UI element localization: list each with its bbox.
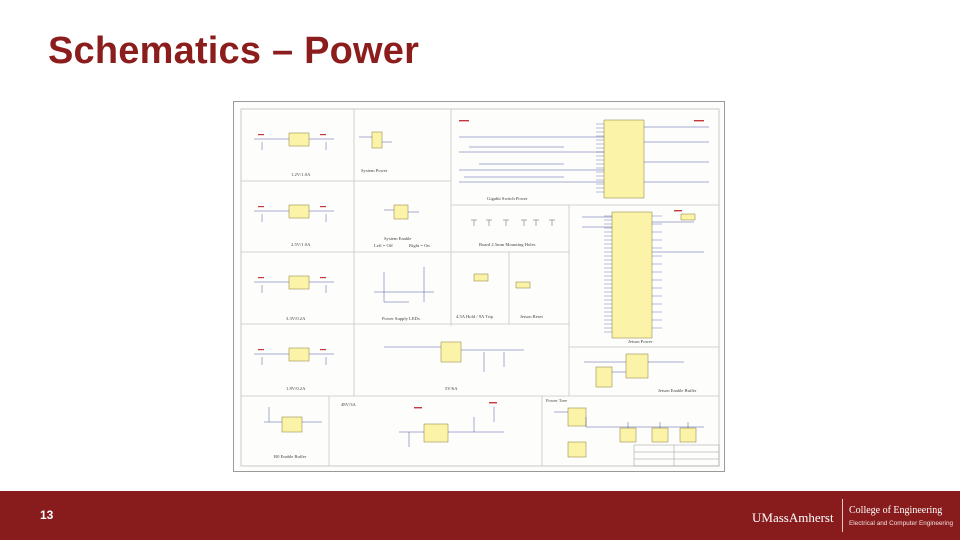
label-right-on: Right = On <box>409 243 430 248</box>
label-jetson-enable-buffer: Jetson Enable Buffer <box>658 388 697 393</box>
label-3v3: 3.3V/0.2A <box>286 316 306 321</box>
label-jetson-power: Jetson Power <box>628 339 653 344</box>
label-system-power: System Power <box>361 168 388 173</box>
department-name: Electrical and Computer Engineering <box>849 520 954 527</box>
college-name: College of Engineering <box>849 505 943 516</box>
slide-title: Schematics – Power <box>48 30 420 72</box>
label-gigabit-switch-power: Gigabit Switch Power <box>487 196 528 201</box>
label-left-off: Left = Off <box>374 243 393 248</box>
label-2v5: 2.5V/1.0A <box>291 242 311 247</box>
page-number: 13 <box>40 508 54 522</box>
label-5v: 5V/6A <box>445 386 458 391</box>
label-system-enable: System Enable <box>384 236 412 241</box>
schematic-drawing <box>240 108 720 467</box>
label-board-mounting-holes: Board 2.5mm Mounting Holes <box>479 242 536 247</box>
footer-bar <box>0 491 960 540</box>
label-hold-trip: 4.5A Hold / 9A Trip <box>456 314 493 319</box>
power-schematic-image: 1.2V/1.0A 2.5V/1.0A 3.3V/0.2A 1.8V/0.2A … <box>233 101 725 472</box>
label-48v: 48V/3A <box>341 402 356 407</box>
umass-logo-text: UMassAmherst <box>752 510 834 525</box>
label-power-tree: Power Tree <box>546 398 568 403</box>
label-r0-enable-buffer: R0 Enable Buffer <box>274 454 307 459</box>
label-1v8: 1.8V/0.2A <box>286 386 306 391</box>
label-jetson-reset: Jetson Reset <box>520 314 543 319</box>
footer-divider <box>842 499 843 532</box>
label-1v2: 1.2V/1.0A <box>291 172 311 177</box>
label-power-supply-leds: Power Supply LEDs <box>382 316 420 321</box>
